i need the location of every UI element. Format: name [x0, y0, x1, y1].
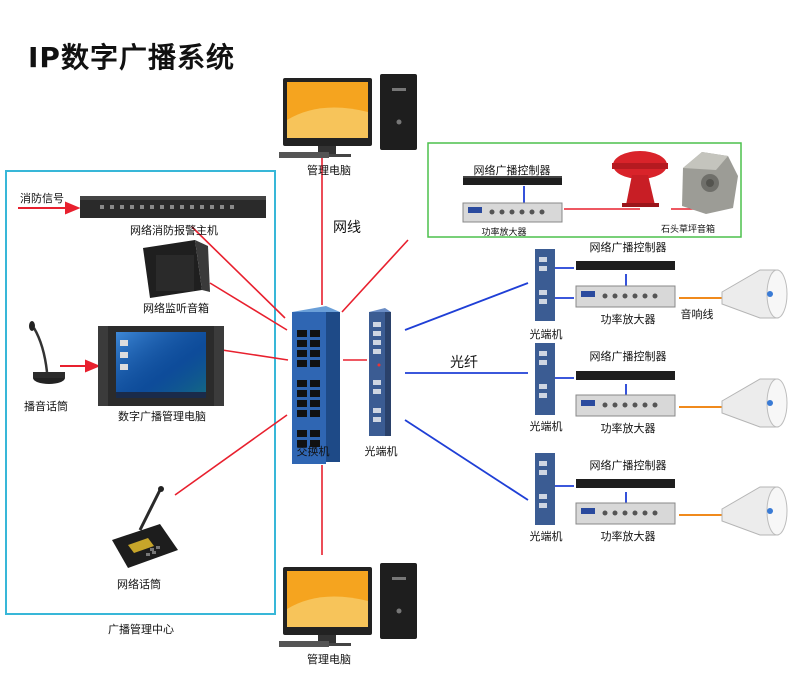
label-network-cable: 网线	[333, 220, 361, 236]
label-speaker-wire: 音响线	[680, 308, 714, 321]
mushroom-speaker	[612, 151, 668, 207]
label-broadcast-pc: 数字广播管理电脑	[118, 410, 206, 423]
label-garden-amplifier: 功率放大器	[481, 228, 527, 238]
label-amplifier-1: 功率放大器	[600, 313, 656, 326]
controller-2	[576, 371, 675, 380]
horn-speaker-1	[721, 269, 788, 319]
label-garden-speaker: 石头草坪音箱	[660, 225, 716, 235]
horn-speaker-3	[721, 486, 788, 536]
broadcast-center-box	[5, 170, 276, 615]
controller-1	[576, 261, 675, 270]
label-fiber: 光纤	[450, 355, 478, 371]
label-switch: 交换机	[296, 445, 330, 458]
fiber-lines	[404, 186, 627, 506]
label-pc-bottom: 管理电脑	[307, 653, 351, 666]
label-fire-host: 网络消防报警主机	[130, 224, 218, 237]
label-amplifier-2: 功率放大器	[600, 422, 656, 435]
label-center: 广播管理中心	[108, 623, 174, 636]
management-pc-top	[279, 74, 417, 158]
garden-amplifier	[462, 202, 563, 223]
label-fire-signal: 消防信号	[20, 192, 64, 205]
monitor-speaker	[143, 240, 210, 298]
label-monitor-speaker: 网络监听音箱	[143, 302, 209, 315]
label-controller-2: 网络广播控制器	[589, 350, 667, 363]
management-pc-bottom	[279, 563, 417, 647]
label-optical-main: 光端机	[364, 445, 398, 458]
optical-terminal-main	[369, 308, 391, 436]
network-switch	[292, 306, 340, 464]
fire-alarm-host	[80, 196, 266, 218]
label-amplifier-3: 功率放大器	[600, 530, 656, 543]
branch-3	[535, 453, 788, 536]
rock-speaker	[682, 152, 738, 214]
label-controller-1: 网络广播控制器	[589, 241, 667, 254]
label-optical-3: 光端机	[529, 530, 563, 543]
microphone-icon	[29, 321, 65, 384]
page-title: IP数字广播系统	[28, 41, 235, 74]
garden-controller	[463, 176, 562, 185]
label-pc-top: 管理电脑	[307, 164, 351, 177]
speaker-lines	[679, 297, 722, 516]
controller-3	[576, 479, 675, 488]
horn-speaker-2	[721, 378, 788, 428]
label-controller-3: 网络广播控制器	[589, 459, 667, 472]
label-net-mic: 网络话筒	[117, 578, 161, 591]
broadcast-pc	[98, 326, 224, 406]
branch-2	[535, 343, 788, 428]
label-optical-2: 光端机	[529, 420, 563, 433]
garden-group-box	[427, 142, 742, 238]
branch-1	[535, 249, 788, 321]
label-garden-controller: 网络广播控制器	[473, 164, 551, 177]
network-microphone	[112, 486, 178, 568]
label-optical-1: 光端机	[529, 328, 563, 341]
label-mic: 播音话筒	[24, 400, 68, 413]
